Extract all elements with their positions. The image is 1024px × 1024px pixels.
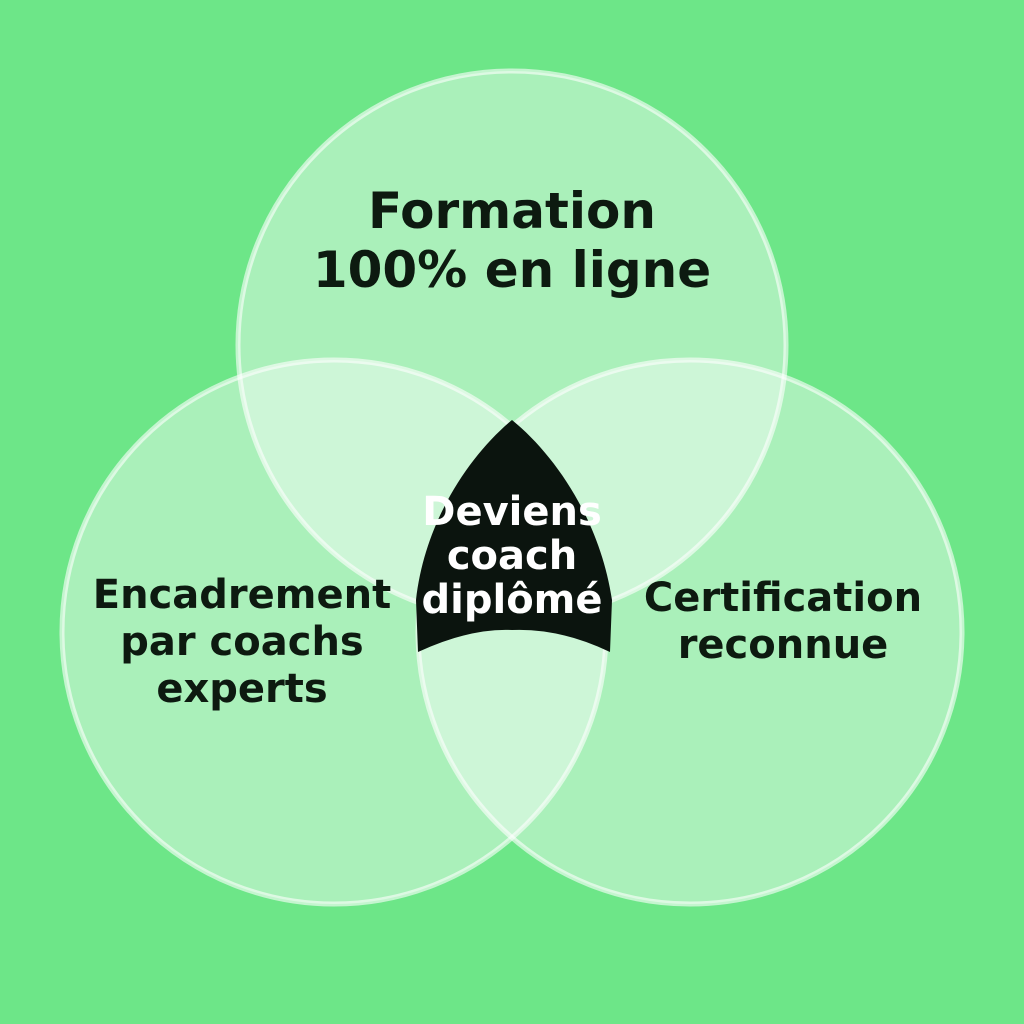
label-line: Encadrement xyxy=(92,572,392,618)
label-line: diplômé xyxy=(421,577,603,623)
label-center: Deviens coach diplômé xyxy=(405,490,619,622)
label-line: experts xyxy=(156,666,328,713)
label-line: Certification xyxy=(643,575,923,621)
label-left-circle: Encadrement par coachs experts xyxy=(62,572,422,714)
label-top-circle: Formation 100% en ligne xyxy=(262,182,762,300)
label-line: reconnue xyxy=(677,622,889,669)
label-line: Formation xyxy=(368,182,656,240)
center-intersection xyxy=(416,420,612,652)
label-line: par coachs xyxy=(120,619,364,666)
label-line: Deviens xyxy=(422,489,602,535)
label-right-circle: Certification reconnue xyxy=(618,575,948,669)
label-line: coach xyxy=(446,533,578,579)
label-line: 100% en ligne xyxy=(312,241,712,299)
